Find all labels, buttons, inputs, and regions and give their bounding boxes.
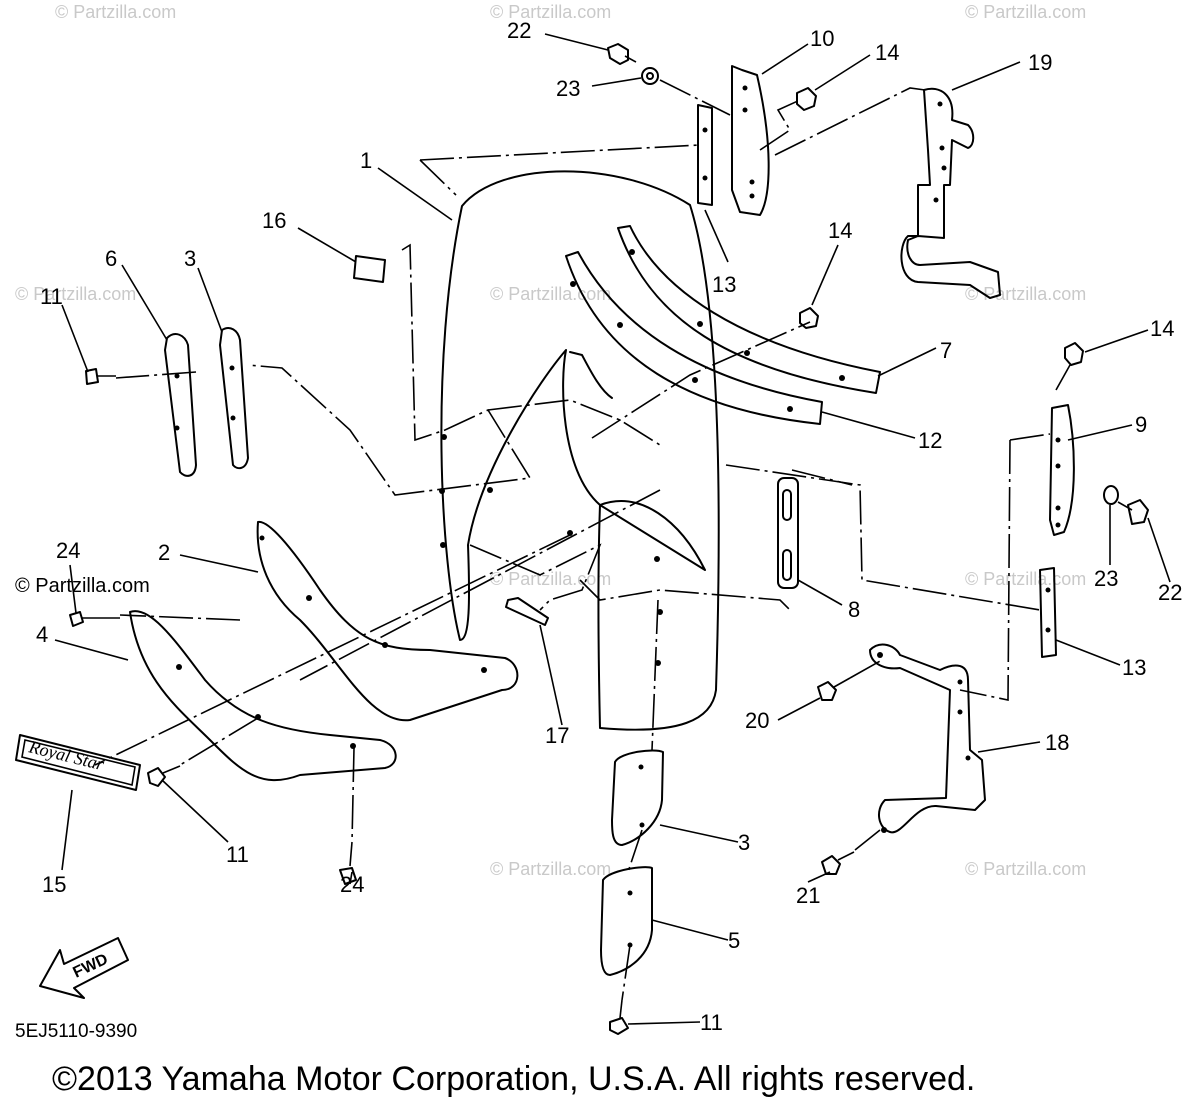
- callout-1: 1: [360, 148, 372, 173]
- callout-22: 22: [1158, 580, 1182, 605]
- callout-20: 20: [745, 708, 769, 733]
- callout-8: 8: [848, 597, 860, 622]
- watermark: © Partzilla.com: [55, 2, 176, 22]
- bolt-22-right: [1127, 499, 1149, 525]
- right-brackets: [1039, 404, 1075, 658]
- callout-24: 24: [56, 538, 80, 563]
- callout-24: 24: [340, 872, 364, 897]
- lower-deflectors: [129, 520, 519, 781]
- screw-24-left: [69, 611, 84, 627]
- callout-19: 19: [1028, 50, 1052, 75]
- royal-star-emblem: Royal Star: [15, 734, 141, 791]
- callout-12: 12: [918, 428, 942, 453]
- callout-2: 2: [158, 540, 170, 565]
- leader-lines: [54, 33, 1171, 1025]
- bolt-21: [821, 855, 841, 875]
- callout-5: 5: [728, 928, 740, 953]
- callout-7: 7: [940, 338, 952, 363]
- watermark: © Partzilla.com: [965, 859, 1086, 879]
- assembly-lines: [94, 79, 1071, 1001]
- callout-11: 11: [40, 284, 63, 309]
- bracket-8: [777, 477, 799, 589]
- copyright-notice: ©2013 Yamaha Motor Corporation, U.S.A. A…: [52, 1060, 975, 1098]
- diagram-code: 5EJ5110-9390: [15, 1021, 137, 1042]
- lower-stay-18: [869, 643, 986, 834]
- watermark-dark: © Partzilla.com: [15, 575, 150, 597]
- callout-3: 3: [184, 246, 196, 271]
- callout-13: 13: [1122, 655, 1146, 680]
- bolt-20: [817, 681, 837, 701]
- fwd-arrow: FWD: [39, 937, 129, 999]
- callout-9: 9: [1135, 412, 1147, 437]
- bolt-11-lower: [147, 767, 166, 787]
- screw-24-lower: [339, 867, 357, 885]
- watermark: © Partzilla.com: [965, 2, 1086, 22]
- callout-4: 4: [36, 622, 48, 647]
- callout-17: 17: [545, 723, 569, 748]
- callout-3: 3: [738, 830, 750, 855]
- garnish-strips: [565, 225, 881, 425]
- callout-14: 14: [828, 218, 852, 243]
- watermark: © Partzilla.com: [965, 284, 1086, 304]
- callout-21: 21: [796, 883, 820, 908]
- watermark: © Partzilla.com: [490, 569, 611, 589]
- label-16: [353, 255, 386, 283]
- plate-17: [505, 597, 549, 626]
- callout-6: 6: [105, 246, 117, 271]
- watermark: © Partzilla.com: [490, 859, 611, 879]
- watermarks: © Partzilla.com © Partzilla.com © Partzi…: [15, 2, 1086, 879]
- side-plates: [164, 327, 249, 477]
- callout-14: 14: [875, 40, 899, 65]
- callout-15: 15: [42, 872, 66, 897]
- fasteners: [69, 43, 1149, 1035]
- bolt-11-bottom: [609, 1017, 629, 1035]
- watermark: © Partzilla.com: [490, 284, 611, 304]
- callout-23: 23: [1094, 566, 1118, 591]
- upper-brackets: [697, 65, 1001, 299]
- lower-plates: [600, 749, 664, 976]
- washer-23-top: [641, 67, 659, 85]
- watermark: © Partzilla.com: [15, 284, 136, 304]
- callout-11: 11: [226, 842, 249, 867]
- callout-18: 18: [1045, 730, 1069, 755]
- callout-23: 23: [556, 76, 580, 101]
- fwd-text: FWD: [71, 951, 111, 982]
- callout-16: 16: [262, 208, 286, 233]
- callout-labels: 22 23 10 14 19 1 16 13 14 6 3 11 7 14 12…: [36, 18, 1182, 1035]
- nut-14-right: [1064, 342, 1084, 366]
- bolt-22-top: [607, 43, 637, 65]
- washer-23-right: [1103, 485, 1119, 505]
- nut-14-mid: [799, 307, 819, 329]
- callout-14: 14: [1150, 316, 1174, 341]
- callout-11: 11: [700, 1010, 723, 1035]
- callout-10: 10: [810, 26, 834, 51]
- bolt-11-left: [85, 368, 99, 385]
- callout-13: 13: [712, 272, 736, 297]
- nut-14-top: [796, 87, 817, 111]
- watermark: © Partzilla.com: [490, 2, 611, 22]
- watermark: © Partzilla.com: [965, 569, 1086, 589]
- callout-22: 22: [507, 18, 531, 43]
